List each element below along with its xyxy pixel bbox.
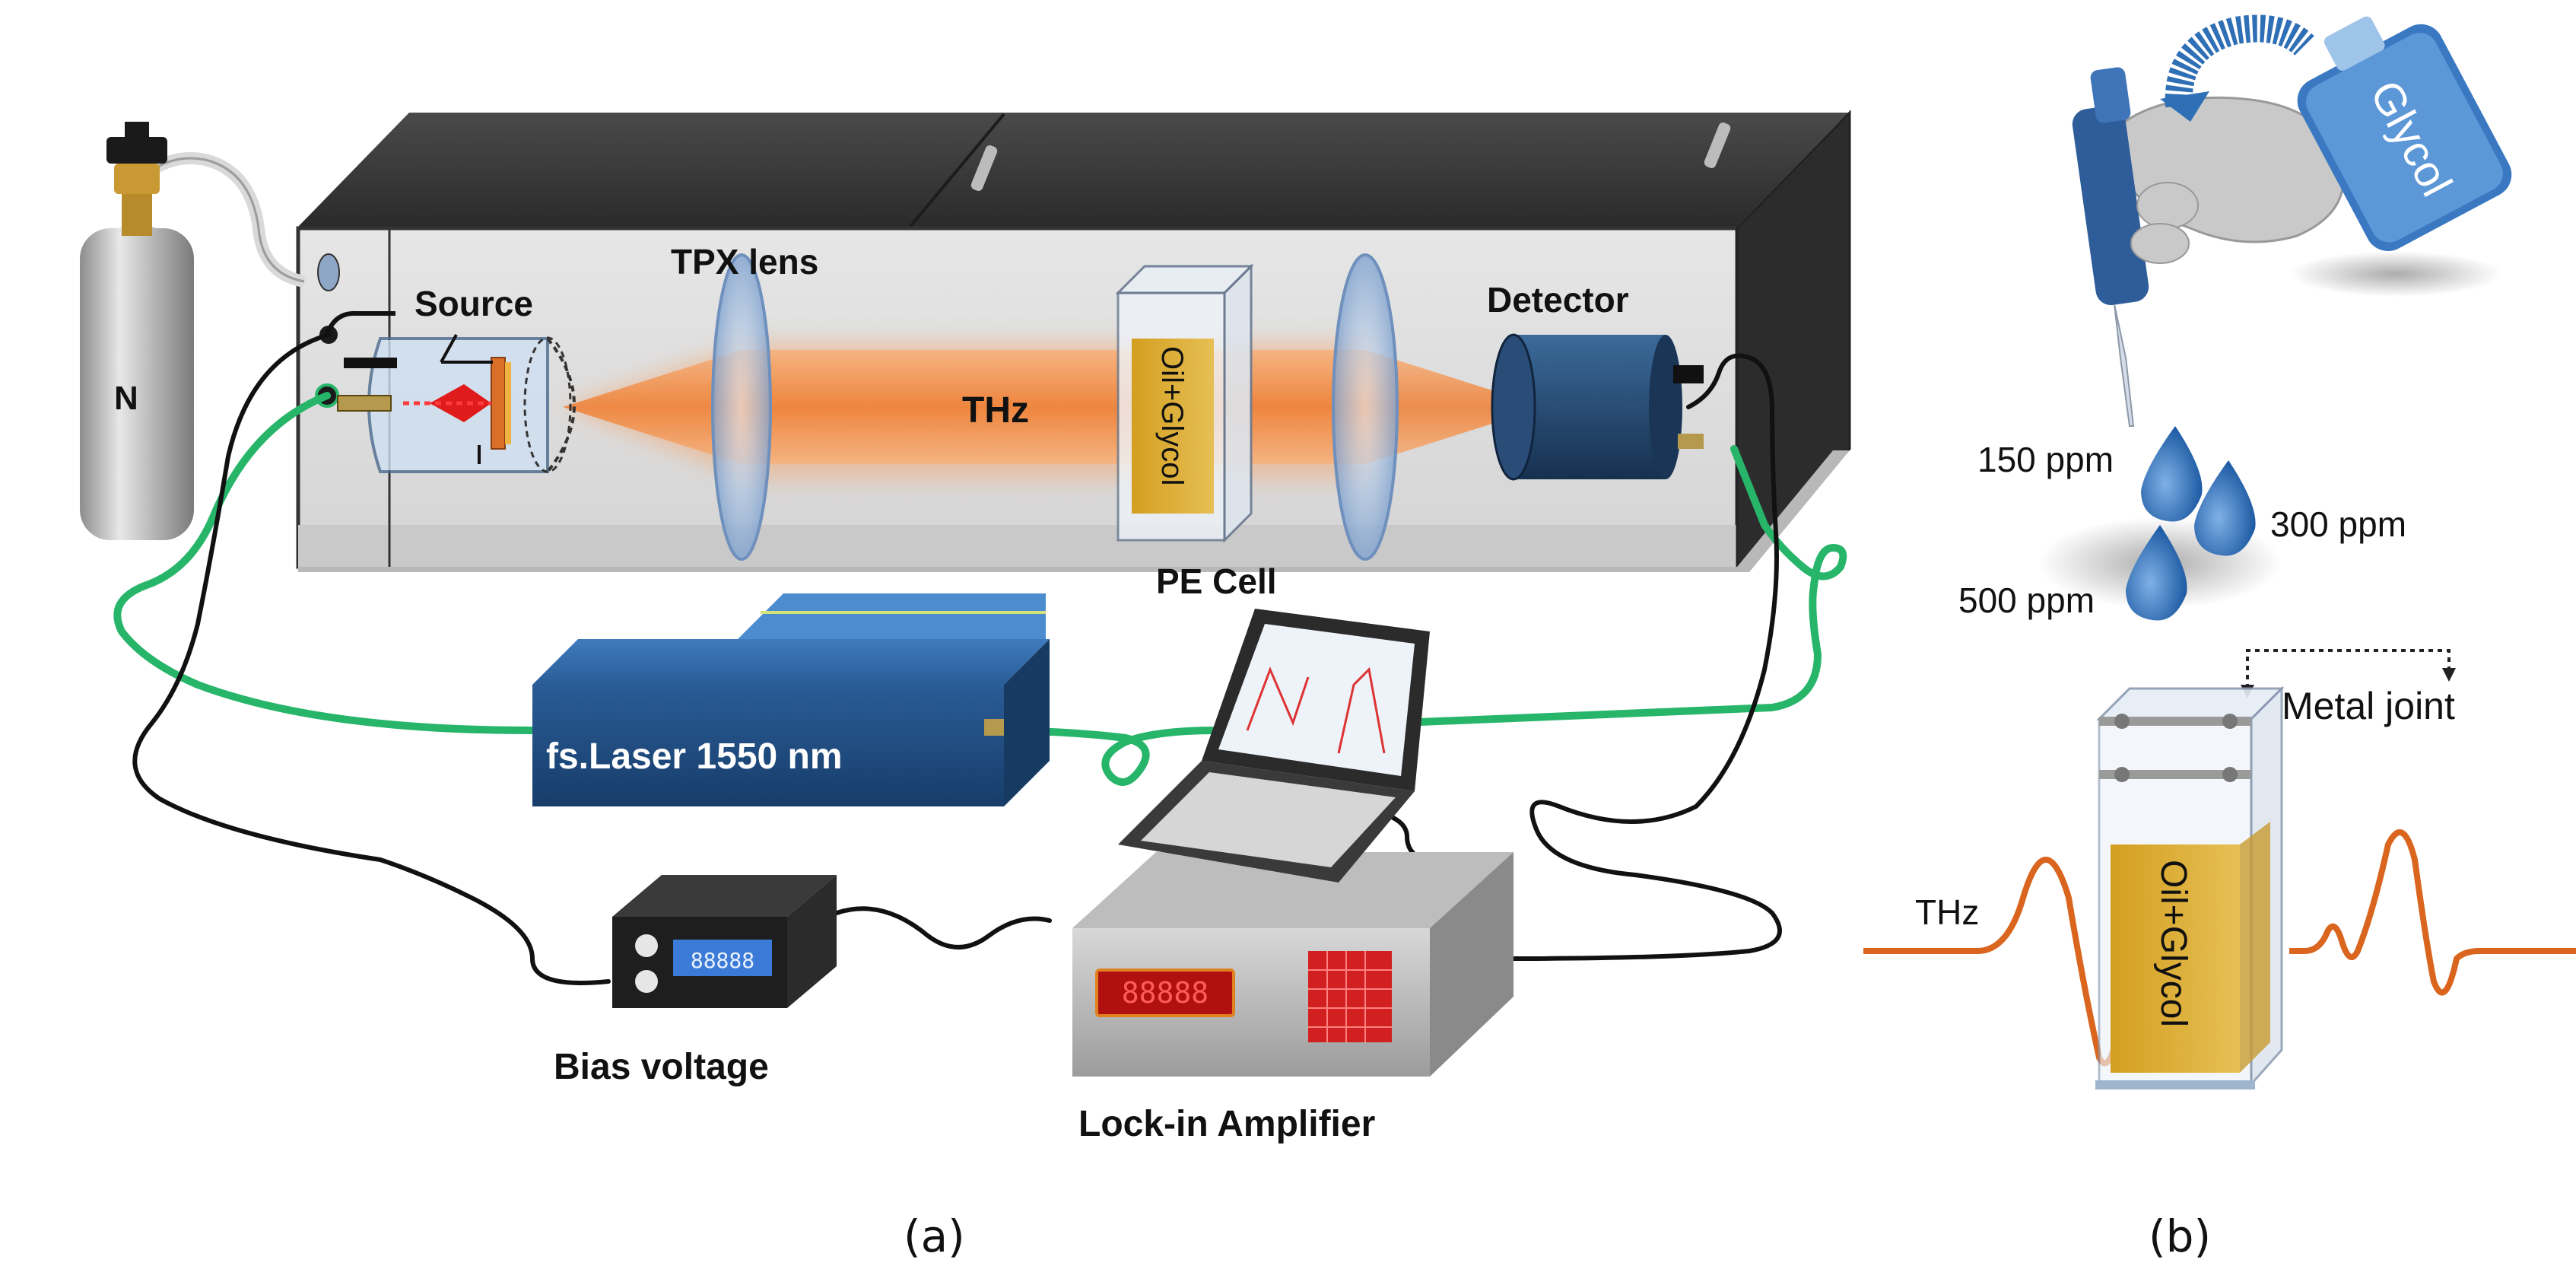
- metal-joint-label: Metal joint: [2282, 685, 2455, 727]
- thz-source-emitter: [325, 310, 576, 473]
- pe-cell: [1115, 263, 1254, 543]
- laptop: [1118, 609, 1430, 883]
- bias-voltage-label: Bias voltage: [554, 1047, 769, 1087]
- glycol-bottle: Glycol: [2160, 14, 2512, 251]
- lockin-display: [1095, 969, 1235, 1017]
- conc-300-label: 300 ppm: [2270, 504, 2406, 544]
- bias-display-text: 88888: [691, 948, 754, 973]
- panel-b-caption: (b): [2149, 1210, 2211, 1262]
- laptop-screen: [1218, 624, 1415, 776]
- pe-cell-sample: [1132, 339, 1214, 514]
- beam-collimated: [742, 350, 1365, 464]
- pour-stream-arrow: [2165, 14, 2314, 108]
- glycol-drops: [2126, 426, 2256, 621]
- conc-500-label: 500 ppm: [1958, 580, 2095, 620]
- cuvette-sample-label: Oil+Glycol: [2153, 860, 2193, 1027]
- pe-cell-label: PE Cell: [1156, 561, 1277, 601]
- top-slot-left: [970, 145, 998, 191]
- top-slot-right: [1704, 122, 1731, 168]
- bias-display: [673, 940, 772, 976]
- tpx-lens-label: TPX lens: [671, 242, 818, 281]
- metal-joint-pointer: [2246, 649, 2451, 689]
- cuvette-b-sample: [2111, 844, 2240, 1073]
- lock-in-amplifier: [1072, 852, 1514, 1077]
- cylinder-body: [80, 228, 194, 540]
- antenna-chip: [491, 357, 506, 450]
- thz-detector: [1491, 333, 1704, 481]
- nitrogen-cylinder: [80, 122, 306, 540]
- enclosure-floor: [298, 525, 1737, 567]
- detector-label: Detector: [1487, 280, 1629, 320]
- lockin-keypad: [1308, 951, 1392, 1042]
- drop-500ppm: [2126, 525, 2187, 621]
- fs-laser-label: fs.Laser 1550 nm: [546, 736, 843, 777]
- pe-cell-sample-label: Oil+Glycol: [1155, 346, 1189, 485]
- wall-port-top: [317, 253, 340, 291]
- tpx-lens-2: [1332, 253, 1399, 561]
- thz-wave-label: THz: [1915, 892, 1979, 932]
- thz-beam: [563, 342, 1514, 479]
- drop-300ppm: [2194, 460, 2256, 556]
- conc-150-label: 150 ppm: [1977, 440, 2114, 479]
- pipette-hand: [2072, 67, 2345, 427]
- panel-a-caption: (a): [904, 1210, 965, 1262]
- pipette-body: [2072, 105, 2149, 306]
- lock-in-amplifier-label: Lock-in Amplifier: [1078, 1104, 1375, 1144]
- cylinder-valve: [106, 137, 167, 164]
- beam-diverging: [563, 350, 742, 464]
- lockin-display-text: 88888: [1122, 976, 1209, 1010]
- optical-fiber: [113, 392, 1847, 786]
- thz-beam-label: THz: [962, 390, 1029, 431]
- tpx-lens-1: [711, 253, 772, 561]
- beam-converging: [1365, 350, 1514, 464]
- bias-voltage-supply: [612, 875, 837, 1008]
- nitrogen-label: N: [114, 380, 138, 417]
- enclosure-top: [297, 113, 1848, 228]
- drop-150ppm: [2141, 426, 2203, 522]
- fs-laser: [532, 593, 1050, 806]
- cuvette-b: [2095, 685, 2285, 1089]
- source-label: Source: [415, 284, 533, 323]
